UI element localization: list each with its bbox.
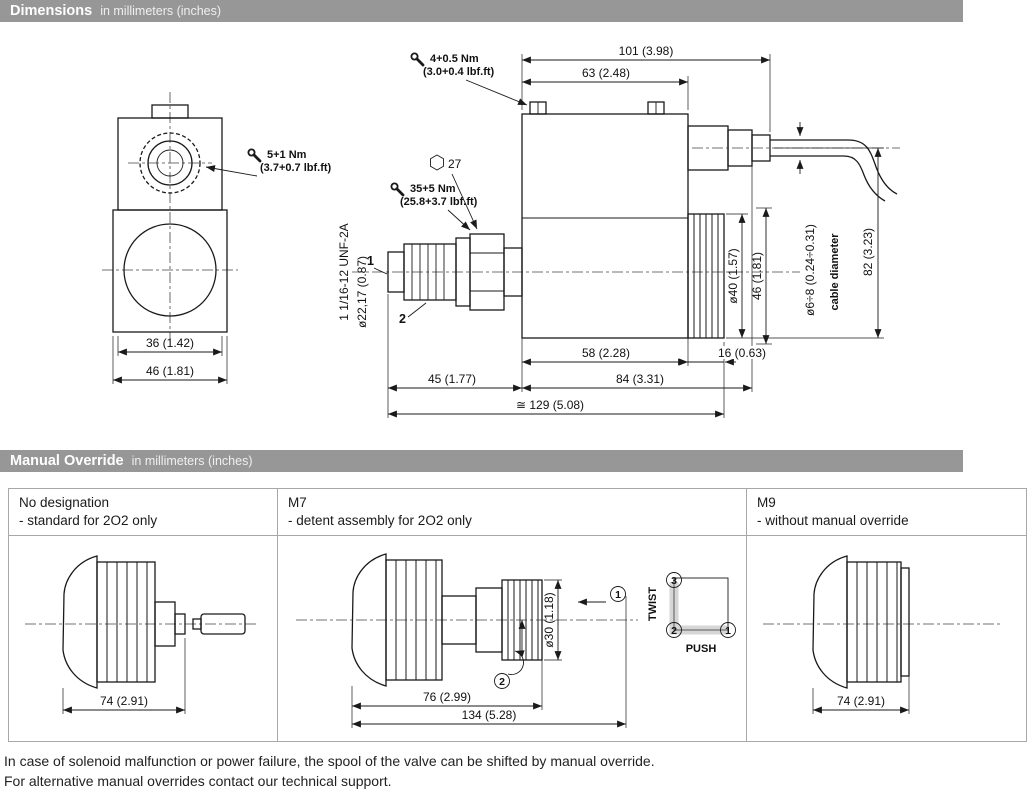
hex-size-label: 27 [448,157,462,171]
cable-diameter-text-label: cable diameter [829,233,841,311]
dim-63-label: 63 (2.48) [582,66,630,80]
override-col-title: M9 [757,495,776,510]
override-col-subtitle: - standard for 2O2 only [19,513,158,529]
dim-46-front-label: 46 (1.81) [146,364,194,378]
port-labels: 1 2 [367,254,427,326]
dim-45-label: 45 (1.77) [428,372,476,386]
manual-override-section-title: Manual Override [10,453,124,469]
step-1-badge: 1 [615,589,621,601]
override-cell-standard: 74 (2.91) [9,536,278,742]
footer-note-line1: In case of solenoid malfunction or power… [4,753,655,770]
override-cell-m9: 74 (2.91) [747,536,1026,741]
dim-74-standard-label: 74 (2.91) [100,694,148,708]
step-2-badge: 2 [499,676,505,688]
dimensions-drawing-svg: 36 (1.42) 46 (1.81) 5+1 Nm (3.7+0.7 lbf.… [102,44,900,418]
manual-override-table-header-row: No designation - standard for 2O2 only M… [9,489,1026,537]
valve-front-view: 36 (1.42) 46 (1.81) [102,92,238,384]
torque-callout-screws: 4+0.5 Nm (3.0+0.4 lbf.ft) [409,52,528,106]
override-col-header-standard: No designation - standard for 2O2 only [9,489,278,536]
twist-label: TWIST [647,587,659,621]
cartridge-dia-label: ø22,17 (0.87) [355,256,369,328]
torque-knob-lbf-label: (3.7+0.7 lbf.ft) [260,162,332,174]
dimensions-section-header: Dimensions in millimeters (inches) [0,0,963,22]
override-m7-drawing: 2 ø30 (1.18) 1 76 (2.99) [296,553,638,729]
port-2-label: 2 [399,312,406,326]
solenoid-side-view [352,101,900,339]
dim-82-label: 82 (3.23) [861,228,875,276]
footer-note-line2: For alternative manual overrides contact… [4,773,392,790]
torque-wrench-icon [246,147,262,163]
dim-16-label: 16 (0.63) [718,346,766,360]
torque-wrench-icon [389,181,405,197]
dim-76-label: 76 (2.99) [423,690,471,704]
cable-dia-label: ø6÷8 (0.24÷0.31) [803,224,817,316]
torque-cartridge-nm-label: 35+5 Nm [410,183,456,195]
torque-screws-nm-label: 4+0.5 Nm [430,53,479,65]
dim-dia30-label: ø30 (1.18) [542,593,556,648]
override-m7-svg: 2 ø30 (1.18) 1 76 (2.99) [296,553,736,729]
torque-cartridge-lbf-label: (25.8+3.7 lbf.ft) [400,196,478,208]
dim-101-label: 101 (3.98) [619,44,674,58]
dim-58-label: 58 (2.28) [582,346,630,360]
torque-callout-knob: 5+1 Nm (3.7+0.7 lbf.ft) [205,147,332,177]
override-col-header-m9: M9 - without manual override [747,489,1026,535]
dim-dia40-label: ø40 (1.57) [726,248,740,303]
dim-84-label: 84 (3.31) [616,372,664,386]
dim-36-label: 36 (1.42) [146,336,194,350]
top-dimensions: 101 (3.98) 63 (2.48) [521,44,771,132]
bottom-dimensions: 58 (2.28) 16 (0.63) 84 (3.31) 45 (1.77) … [387,166,772,418]
dim-134-label: 134 (5.28) [462,708,517,722]
step-3-badge: 3 [671,575,677,587]
m7-sequence-diagram: 3 2 1 TWIST PUSH [647,572,736,655]
manual-override-section-subtitle: in millimeters (inches) [131,454,253,468]
override-col-header-m7: M7 - detent assembly for 2O2 only [278,489,747,536]
hexagon-icon [430,154,444,171]
override-col-title: M7 [288,495,307,510]
override-col-subtitle: - without manual override [757,513,909,529]
torque-callout-cartridge: 35+5 Nm (25.8+3.7 lbf.ft) [389,181,478,231]
manual-override-section-header: Manual Override in millimeters (inches) [0,450,963,472]
override-col-title: No designation [19,495,110,510]
dimensions-drawing-area: 36 (1.42) 46 (1.81) 5+1 Nm (3.7+0.7 lbf.… [0,22,1035,446]
step-2-badge: 2 [671,625,677,637]
manual-override-table-body-row: 74 (2.91) [9,536,1026,742]
dimensions-section-title: Dimensions [10,3,93,19]
torque-wrench-icon [409,52,425,67]
override-m9-drawing: 74 (2.91) [763,555,1001,715]
manual-override-table: No designation - standard for 2O2 only M… [8,488,1027,743]
dim-74-m9-label: 74 (2.91) [837,694,885,708]
dim-46-right-label: 46 (1.81) [750,252,764,300]
dimensions-section-subtitle: in millimeters (inches) [100,4,222,18]
override-cell-m7: 2 ø30 (1.18) 1 76 (2.99) [278,536,747,742]
port-1-label: 1 [367,254,374,268]
torque-screws-lbf-label: (3.0+0.4 lbf.ft) [423,66,495,78]
override-standard-svg: 74 (2.91) [25,555,257,715]
torque-knob-nm-label: 5+1 Nm [267,149,307,161]
override-standard-drawing: 74 (2.91) [25,555,257,715]
step-1-badge: 1 [725,625,731,637]
dim-129-label: ≅ 129 (5.08) [516,398,584,412]
override-m9-svg: 74 (2.91) [763,555,1001,715]
hex-size-callout: 27 [430,154,478,230]
thread-label: 1 1/16-12 UNF-2A [337,223,351,320]
override-col-subtitle: - detent assembly for 2O2 only [288,513,472,529]
right-dimensions: ø40 (1.57) 46 (1.81) ø6÷8 (0.24÷0.31) ca… [726,122,884,345]
push-label: PUSH [686,643,717,655]
footer-notes: In case of solenoid malfunction or power… [4,752,1031,791]
